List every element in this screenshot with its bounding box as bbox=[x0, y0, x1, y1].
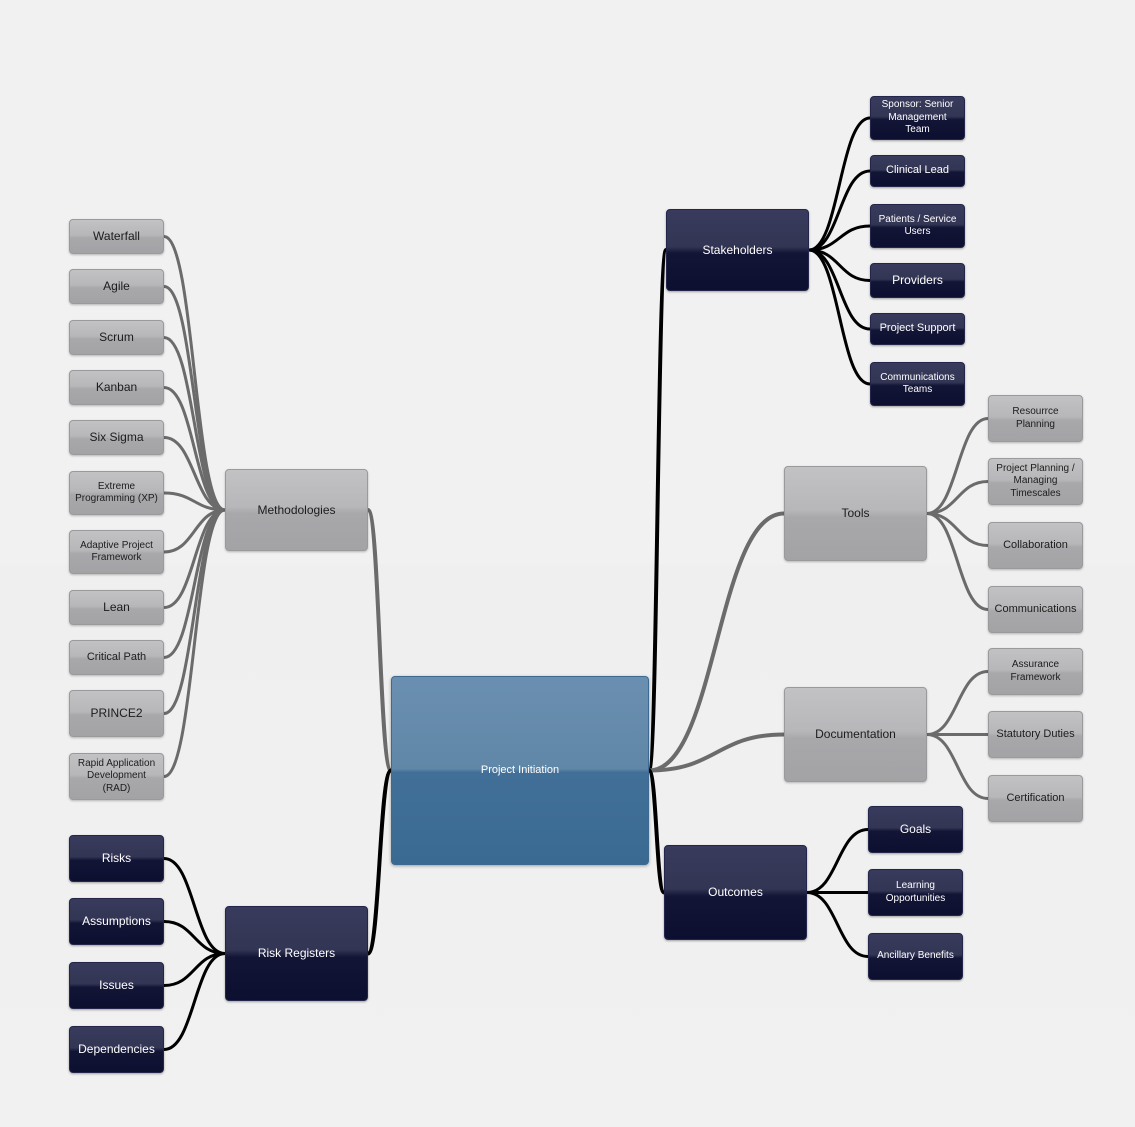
connector-sponsor-senior-management-team bbox=[807, 116, 872, 252]
leaf-node-collaboration[interactable]: Collaboration bbox=[988, 522, 1083, 569]
central-node-project-initiation[interactable]: Project Initiation bbox=[391, 676, 649, 865]
leaf-node-goals[interactable]: Goals bbox=[868, 806, 963, 853]
leaf-node-providers[interactable]: Providers bbox=[870, 263, 965, 298]
connector-waterfall bbox=[162, 235, 227, 512]
leaf-node-issues[interactable]: Issues bbox=[69, 962, 164, 1009]
leaf-node-lean[interactable]: Lean bbox=[69, 590, 164, 625]
leaf-node-scrum[interactable]: Scrum bbox=[69, 320, 164, 355]
leaf-node-extreme-programming[interactable]: Extreme Programming (XP) bbox=[69, 471, 164, 515]
leaf-node-communications-teams[interactable]: Communications Teams bbox=[870, 362, 965, 406]
leaf-node-project-planning-managing-timescales[interactable]: Project Planning / Managing Timescales bbox=[988, 458, 1083, 505]
connector-clinical-lead bbox=[807, 169, 872, 252]
leaf-node-agile[interactable]: Agile bbox=[69, 269, 164, 304]
leaf-node-communications[interactable]: Communications bbox=[988, 586, 1083, 633]
leaf-node-project-support[interactable]: Project Support bbox=[870, 313, 965, 345]
connector-communications-teams bbox=[807, 248, 872, 386]
connector-tools bbox=[647, 511, 786, 773]
connector-kanban bbox=[162, 386, 227, 512]
connector-collaboration bbox=[925, 512, 990, 547]
leaf-node-certification[interactable]: Certification bbox=[988, 775, 1083, 822]
leaf-node-dependencies[interactable]: Dependencies bbox=[69, 1026, 164, 1073]
leaf-node-assurance-framework[interactable]: Assurance Framework bbox=[988, 648, 1083, 695]
connector-risks bbox=[162, 857, 227, 955]
leaf-node-sponsor-senior-management-team[interactable]: Sponsor: Senior Management Team bbox=[870, 96, 965, 140]
connector-assurance-framework bbox=[925, 670, 990, 736]
connector-certification bbox=[925, 733, 990, 800]
branch-node-outcomes[interactable]: Outcomes bbox=[664, 845, 807, 940]
leaf-node-assumptions[interactable]: Assumptions bbox=[69, 898, 164, 945]
connector-rapid-application-development bbox=[162, 508, 227, 778]
connector-methodologies bbox=[366, 508, 393, 773]
branch-node-risk-registers[interactable]: Risk Registers bbox=[225, 906, 368, 1001]
leaf-node-clinical-lead[interactable]: Clinical Lead bbox=[870, 155, 965, 187]
leaf-node-adaptive-project-framework[interactable]: Adaptive Project Framework bbox=[69, 530, 164, 574]
leaf-node-rapid-application-development[interactable]: Rapid Application Development (RAD) bbox=[69, 753, 164, 800]
connector-dependencies bbox=[162, 952, 227, 1051]
connector-risk-registers bbox=[366, 768, 393, 956]
leaf-node-critical-path[interactable]: Critical Path bbox=[69, 640, 164, 675]
branch-node-methodologies[interactable]: Methodologies bbox=[225, 469, 368, 551]
leaf-node-patients-service-users[interactable]: Patients / Service Users bbox=[870, 204, 965, 248]
connector-lean bbox=[162, 508, 227, 609]
connector-goals bbox=[805, 828, 870, 894]
leaf-node-risks[interactable]: Risks bbox=[69, 835, 164, 882]
connector-outcomes bbox=[647, 768, 666, 895]
leaf-node-resource-planning[interactable]: Resourrce Planning bbox=[988, 395, 1083, 442]
connector-resource-planning bbox=[925, 417, 990, 515]
connector-issues bbox=[162, 952, 227, 987]
branch-node-documentation[interactable]: Documentation bbox=[784, 687, 927, 782]
connector-patients-service-users bbox=[807, 224, 872, 252]
connector-project-planning-managing-timescales bbox=[925, 480, 990, 515]
connector-ancillary-benefits bbox=[805, 891, 870, 958]
leaf-node-learning-opportunities[interactable]: Learning Opportunities bbox=[868, 869, 963, 916]
connector-stakeholders bbox=[647, 248, 668, 773]
leaf-node-statutory-duties[interactable]: Statutory Duties bbox=[988, 711, 1083, 758]
connector-six-sigma bbox=[162, 436, 227, 512]
leaf-node-ancillary-benefits[interactable]: Ancillary Benefits bbox=[868, 933, 963, 980]
leaf-node-six-sigma[interactable]: Six Sigma bbox=[69, 420, 164, 455]
leaf-node-waterfall[interactable]: Waterfall bbox=[69, 219, 164, 254]
leaf-node-prince2[interactable]: PRINCE2 bbox=[69, 690, 164, 737]
connector-documentation bbox=[647, 732, 786, 773]
connector-communications bbox=[925, 512, 990, 611]
branch-node-stakeholders[interactable]: Stakeholders bbox=[666, 209, 809, 291]
leaf-node-kanban[interactable]: Kanban bbox=[69, 370, 164, 405]
branch-node-tools[interactable]: Tools bbox=[784, 466, 927, 561]
connector-prince2 bbox=[162, 508, 227, 715]
connector-assumptions bbox=[162, 920, 227, 955]
